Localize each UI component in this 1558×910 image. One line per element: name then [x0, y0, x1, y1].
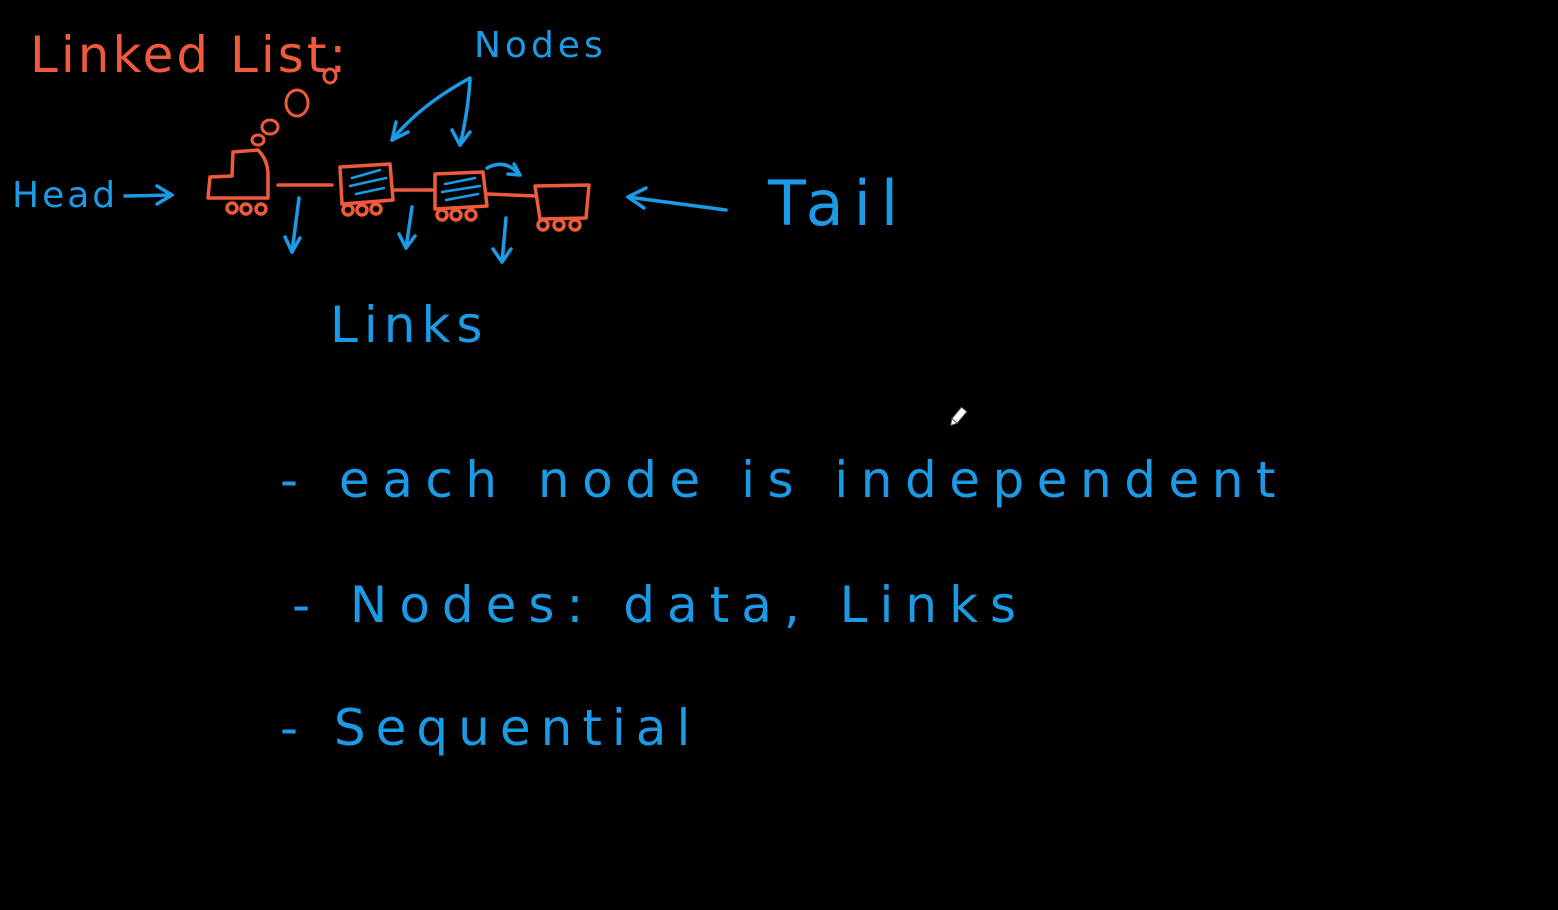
tail-label: Tail — [767, 167, 908, 240]
nodes-label: Nodes — [474, 25, 607, 66]
diagram-title: Linked List: — [30, 26, 349, 84]
link-line — [486, 192, 537, 198]
links-arrows — [283, 196, 513, 264]
note-item: - Sequential — [280, 699, 700, 757]
link-curve-arrow-icon — [485, 162, 522, 177]
tail-arrow-icon — [626, 186, 728, 212]
nodes-arrows — [390, 76, 472, 147]
car-node — [338, 162, 395, 217]
note-item: - each node is independent — [280, 451, 1288, 509]
head-label: Head — [12, 175, 118, 216]
locomotive-node — [206, 148, 270, 216]
linked-list-train — [206, 148, 591, 232]
links-label: Links — [330, 296, 488, 354]
pen-cursor-icon — [950, 406, 968, 427]
note-item: - Nodes: data, Links — [292, 576, 1028, 634]
tail-car-node — [533, 183, 591, 232]
smoke-puffs — [250, 67, 338, 147]
head-arrow-icon — [123, 184, 174, 206]
car-node — [433, 170, 489, 222]
